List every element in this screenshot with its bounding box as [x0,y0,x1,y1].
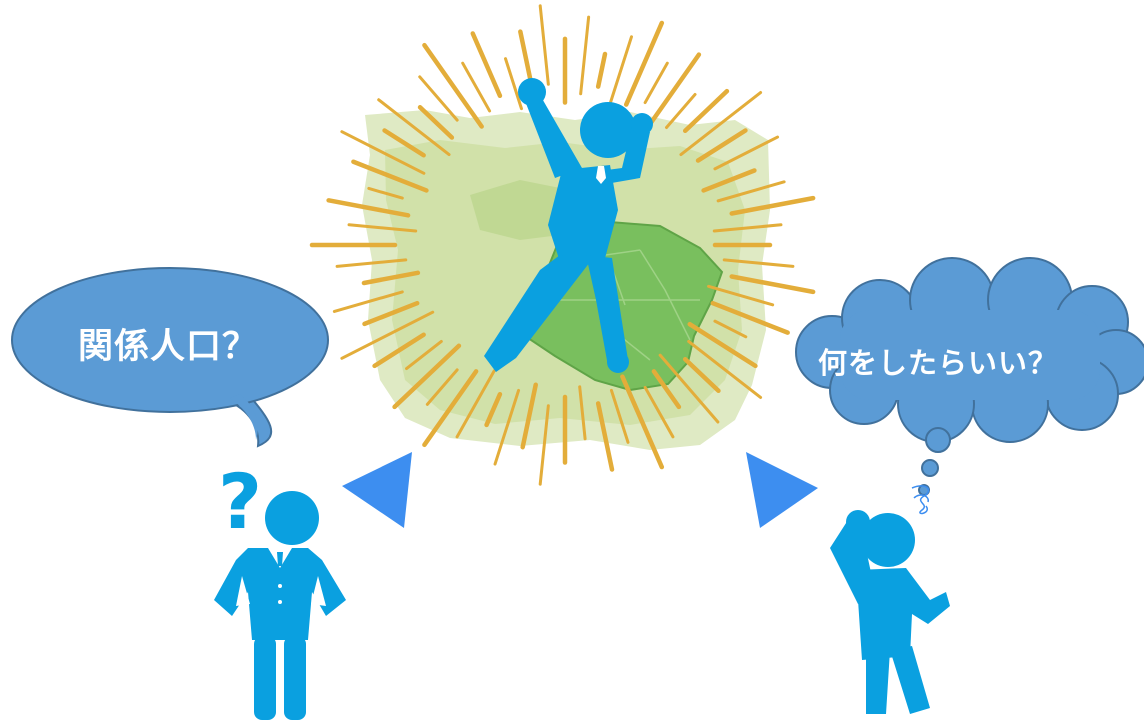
burst-ray [609,388,630,444]
burst-ray [332,290,404,313]
burst-ray [620,374,665,470]
burst-ray [712,223,783,233]
burst-ray [701,168,757,193]
burst-ray [713,319,748,339]
burst-ray [347,223,418,233]
thought-dots [918,427,951,496]
burst-ray [679,91,763,157]
burst-ray [392,343,462,410]
burst-ray [713,135,780,171]
thinking-scribble-icon [911,485,930,515]
burst-ray [503,57,523,111]
burst-ray [417,105,455,140]
burst-ray [372,332,426,369]
burst-ray [538,404,550,486]
burst-ray [470,31,503,99]
burst-ray [687,339,763,399]
radiant-burst [309,4,816,486]
burst-ray [643,61,669,105]
burst-ray [607,35,633,111]
burst-ray [595,51,608,89]
burst-ray [455,369,496,439]
burst-ray [646,52,702,129]
burst-ray [707,284,775,307]
burst-ray [665,92,697,130]
burst-ray [493,388,521,466]
burst-ray [578,385,587,441]
speech-bubble-text: 関係人口？ [78,327,259,367]
right-arrow [746,452,818,528]
burst-ray [405,339,443,371]
burst-ray [377,98,451,157]
burst-ray [579,15,591,96]
jumping-person [484,78,653,373]
burst-ray [722,258,795,268]
burst-ray [710,300,790,335]
thought-cloud [795,257,1144,443]
burst-ray [340,310,435,360]
burst-ray [595,401,615,472]
burst-ray [484,391,503,428]
burst-ray [729,195,816,216]
burst-ray [425,368,459,406]
burst-ray [682,356,721,394]
burst-ray [335,258,408,268]
burst-ray [351,159,429,193]
question-mark-icon: ? [218,457,262,546]
burst-ray [682,88,730,134]
burst-ray [418,75,459,122]
burst-ray [422,42,484,129]
burst-ray [716,180,786,203]
pondering-person [830,510,950,714]
burst-ray [687,321,758,369]
burst-ray [643,385,675,439]
burst-ray [651,369,682,410]
burst-ray [729,274,816,295]
burst-ray [520,382,538,450]
burst-ray [695,128,748,163]
burst-ray [623,20,665,107]
burst-ray [367,186,404,200]
confused-person [214,491,346,720]
left-arrow [342,452,412,528]
burst-ray [658,353,720,424]
burst-ray [361,270,421,286]
burst-ray [382,128,426,158]
burst-ray [461,61,492,113]
burst-ray [340,130,426,175]
speech-bubble [11,267,329,448]
burst-ray [362,300,420,327]
thought-cloud-text: 何をしたらいい？ [818,346,1059,380]
burst-ray [422,369,479,448]
burst-ray [326,198,411,218]
burst-ray [538,4,550,86]
